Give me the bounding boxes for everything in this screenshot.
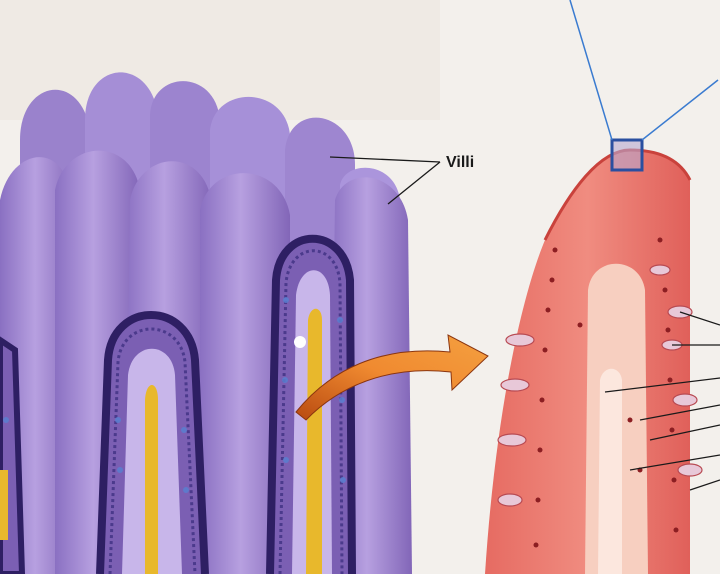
- lacteal-right: [306, 309, 322, 574]
- villi-label: Villi: [446, 154, 474, 171]
- magnification-box: [612, 140, 642, 170]
- white-marker-dot: [294, 336, 306, 348]
- villus-cross-section-edge: [0, 340, 22, 574]
- lacteal-left: [145, 385, 158, 574]
- villi-illustration: [0, 72, 412, 574]
- villus-cross-section-left: [100, 315, 205, 574]
